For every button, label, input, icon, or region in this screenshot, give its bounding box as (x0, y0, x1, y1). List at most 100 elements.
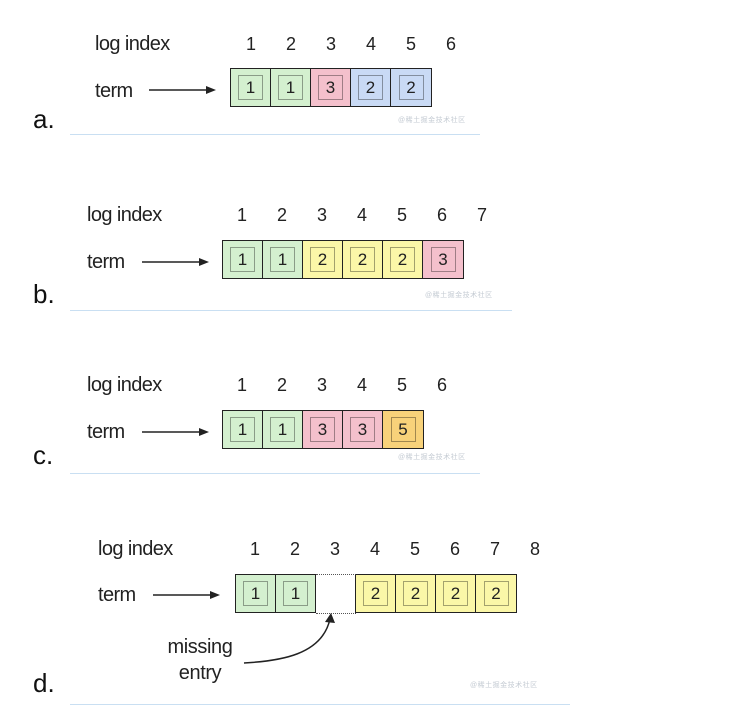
log-index-number: 4 (356, 205, 367, 225)
log-index-number: 6 (436, 205, 447, 225)
log-index-number: 1 (236, 375, 247, 395)
divider (70, 473, 480, 474)
log-entry-term: 3 (310, 417, 335, 442)
missing-entry-label: missing entry (150, 634, 250, 686)
arrow-icon (142, 258, 209, 266)
panel-letter: a. (33, 104, 55, 134)
log-index-number: 6 (436, 375, 447, 395)
log-index-number: 7 (476, 205, 487, 225)
arrow-icon (142, 428, 209, 436)
log-entry-term: 1 (270, 247, 295, 272)
log-index-number: 1 (249, 539, 260, 559)
log-index-number: 1 (236, 205, 247, 225)
log-index-number: 4 (356, 375, 367, 395)
log-entry: 2 (383, 241, 423, 278)
log-entry-term: 1 (243, 581, 268, 606)
log-entry: 2 (476, 575, 516, 612)
missing-log-entry (316, 573, 356, 614)
watermark: @稀土掘金技术社区 (398, 117, 466, 124)
log-index-number: 4 (369, 539, 380, 559)
term-label: term (98, 584, 136, 606)
log-entry-term: 1 (230, 247, 255, 272)
log-index-label: log index (87, 204, 162, 226)
term-label: term (95, 80, 133, 102)
log-index-number: 5 (396, 205, 407, 225)
log-entry-term: 2 (358, 75, 383, 100)
log-entry-term: 2 (398, 75, 424, 100)
log-index-number: 2 (289, 539, 300, 559)
curved-arrow-icon (243, 613, 335, 664)
divider (70, 310, 512, 311)
log-index-number: 3 (316, 375, 327, 395)
log-entry-term: 3 (350, 417, 375, 442)
log-entry: 2 (436, 575, 476, 612)
log-index-number: 2 (276, 205, 287, 225)
log-entry-term: 2 (443, 581, 468, 606)
divider (70, 704, 570, 705)
panel-letter: c. (33, 440, 54, 470)
log-index-number: 2 (285, 34, 296, 54)
log-index-number: 3 (325, 34, 336, 54)
log-entry-term: 1 (278, 75, 303, 100)
log-entry-term: 2 (363, 581, 388, 606)
log-entry: 2 (343, 241, 383, 278)
log-entry: 2 (303, 241, 343, 278)
log-entry: 3 (343, 411, 383, 448)
log-index-number: 5 (409, 539, 420, 559)
log-entry: 3 (311, 69, 351, 106)
watermark: @稀土掘金技术社区 (398, 454, 466, 461)
term-label: term (87, 251, 125, 273)
log-index-number: 3 (316, 205, 327, 225)
log-index-number: 3 (329, 539, 340, 559)
log-entry-term: 1 (283, 581, 308, 606)
log-entry-term: 3 (430, 247, 456, 272)
divider (70, 134, 480, 135)
log-entry-term: 2 (310, 247, 335, 272)
log-index-number: 5 (396, 375, 407, 395)
missing-entry-line2: entry (178, 662, 222, 684)
log-entry-term: 5 (390, 417, 416, 442)
arrow-icon (153, 591, 220, 599)
log-index-number: 2 (276, 375, 287, 395)
log-entry: 1 (223, 411, 263, 448)
log-entry: 2 (351, 69, 391, 106)
log-index-number: 6 (445, 34, 456, 54)
log-entry-term: 2 (350, 247, 375, 272)
log-index-number: 8 (529, 539, 540, 559)
log-index-number: 7 (489, 539, 500, 559)
log-entry: 1 (276, 575, 316, 612)
missing-entry-line1: missing (167, 636, 233, 658)
watermark: @稀土掘金技术社区 (425, 292, 493, 299)
watermark: @稀土掘金技术社区 (470, 682, 538, 689)
log-entry: 1 (236, 575, 276, 612)
log-entry: 2 (396, 575, 436, 612)
log-entry-term: 1 (238, 75, 263, 100)
log-entry: 1 (263, 241, 303, 278)
log-index-label: log index (87, 374, 162, 396)
log-index-label: log index (95, 33, 170, 55)
log-index-number: 1 (245, 34, 256, 54)
log-entry: 2 (391, 69, 431, 106)
log-entry: 3 (303, 411, 343, 448)
arrow-icon (149, 86, 216, 94)
panel-letter: b. (33, 279, 55, 309)
log-entry-term: 3 (318, 75, 343, 100)
panel-letter: d. (33, 668, 55, 698)
log-entry: 2 (356, 575, 396, 612)
log-entry-term: 1 (230, 417, 255, 442)
log-entry: 1 (223, 241, 263, 278)
log-entry: 1 (263, 411, 303, 448)
log-entry: 3 (423, 241, 463, 278)
log-entry-term: 2 (403, 581, 428, 606)
log-entry-term: 2 (483, 581, 509, 606)
log-index-number: 5 (405, 34, 416, 54)
log-index-label: log index (98, 538, 173, 560)
